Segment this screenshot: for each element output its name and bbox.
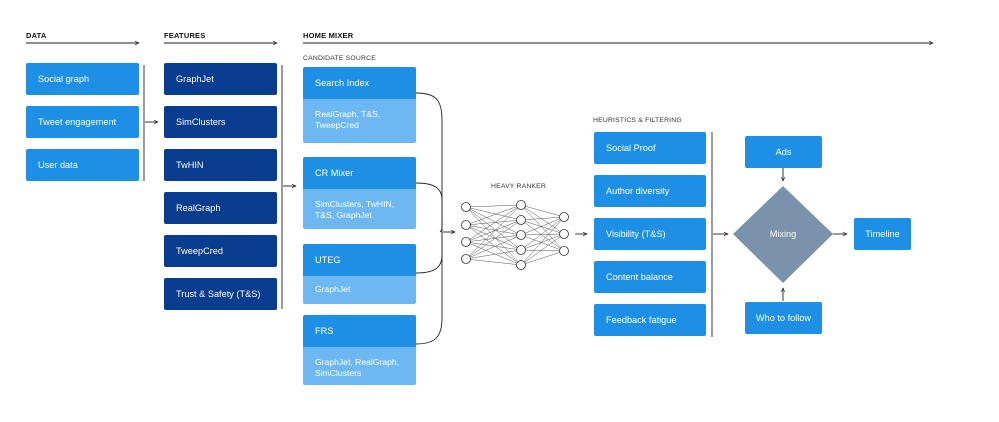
heavy-ranker-label: HEAVY RANKER [491,183,547,190]
nn-edge [520,233,565,236]
mixing-diamond [733,186,833,283]
feature-realgraph: RealGraph [164,192,277,224]
feature-simclusters: SimClusters [164,106,277,138]
nn-edge [520,216,565,266]
heavy-ranker-network [461,200,569,270]
nn-edge [465,206,522,266]
nn-edge [520,204,565,235]
nn-edge [520,234,565,252]
nn-node [559,229,569,239]
nn-edge [520,216,565,251]
ads-box: Ads [745,136,822,168]
nn-edge [520,219,565,235]
data-user-data: User data [26,149,139,181]
brace-frs [415,232,443,345]
feature-tweepcred: TweepCred [164,235,277,267]
nn-edge [520,216,565,221]
nn-edge [465,204,522,260]
nn-edge [465,224,522,236]
nn-edge [520,249,565,252]
candidate-source-label: CANDIDATE SOURCE [303,55,376,62]
nn-edge [465,204,522,226]
data-header: DATA [26,31,47,40]
nn-node [516,245,526,255]
candidate-name: Search Index [303,67,416,99]
nn-edge [520,250,565,266]
filter-feedback-fatigue: Feedback fatigue [594,304,706,336]
candidate-name: UTEG [303,244,416,276]
candidate-cr-mixer: CR Mixer SimClusters, TwHIN, T&S, GraphJ… [303,157,416,229]
candidate-features: GraphJet, RealGraph, SimClusters [303,347,416,385]
timeline-box: Timeline [854,218,911,250]
nn-node [461,220,471,230]
nn-edge [520,204,565,218]
nn-node [461,254,471,264]
candidate-frs: FRS GraphJet, RealGraph, SimClusters [303,315,416,385]
who-to-follow-box: Who to follow [745,302,822,334]
brace-uteg [415,232,443,274]
candidate-uteg: UTEG GraphJet [303,244,416,304]
filter-author-diversity: Author diversity [594,175,706,207]
nn-edge [465,224,522,251]
nn-edge [465,206,522,251]
nn-node [516,230,526,240]
nn-node [559,212,569,222]
nn-edge [520,204,565,252]
feature-trust-safety: Trust & Safety (T&S) [164,278,277,310]
feature-twhin: TwHIN [164,149,277,181]
brace-cr-mixer [415,182,443,232]
candidate-search-index: Search Index RealGraph, T&S, TweepCred [303,67,416,143]
data-tweet-engagement: Tweet engagement [26,106,139,138]
nn-edge [520,233,565,266]
nn-edge [465,234,522,243]
nn-node [559,246,569,256]
features-header: FEATURES [164,31,206,40]
heuristics-label: HEURISTICS & FILTERING [593,117,682,124]
candidate-features: RealGraph, T&S, TweepCred [303,99,416,143]
nn-edge [465,234,522,260]
nn-edge [465,249,522,260]
nn-edge [520,233,565,251]
nn-node [516,215,526,225]
nn-edge [465,241,522,266]
nn-edge [465,204,522,243]
nn-edge [465,206,522,221]
data-social-graph: Social graph [26,63,139,95]
nn-node [516,260,526,270]
candidate-features: SimClusters, TwHIN, T&S, GraphJet [303,189,416,229]
candidate-name: FRS [303,315,416,347]
nn-edge [520,216,565,236]
nn-edge [465,206,522,236]
brace-search-index [415,92,443,233]
nn-edge [465,219,522,260]
filter-visibility: Visibility (T&S) [594,218,706,250]
candidate-features: GraphJet [303,276,416,304]
nn-edge [520,219,565,252]
candidate-name: CR Mixer [303,157,416,189]
nn-node [516,200,526,210]
nn-edge [465,241,522,251]
nn-edge [465,258,522,266]
filter-content-balance: Content balance [594,261,706,293]
filter-social-proof: Social Proof [594,132,706,164]
nn-node [461,237,471,247]
nn-node [461,202,471,212]
nn-edge [465,219,522,226]
feature-graphjet: GraphJet [164,63,277,95]
nn-edge [465,224,522,266]
mixing-label: Mixing [769,229,797,239]
nn-edge [465,204,522,208]
nn-edge [465,219,522,243]
home-mixer-header: HOME MIXER [303,31,354,40]
